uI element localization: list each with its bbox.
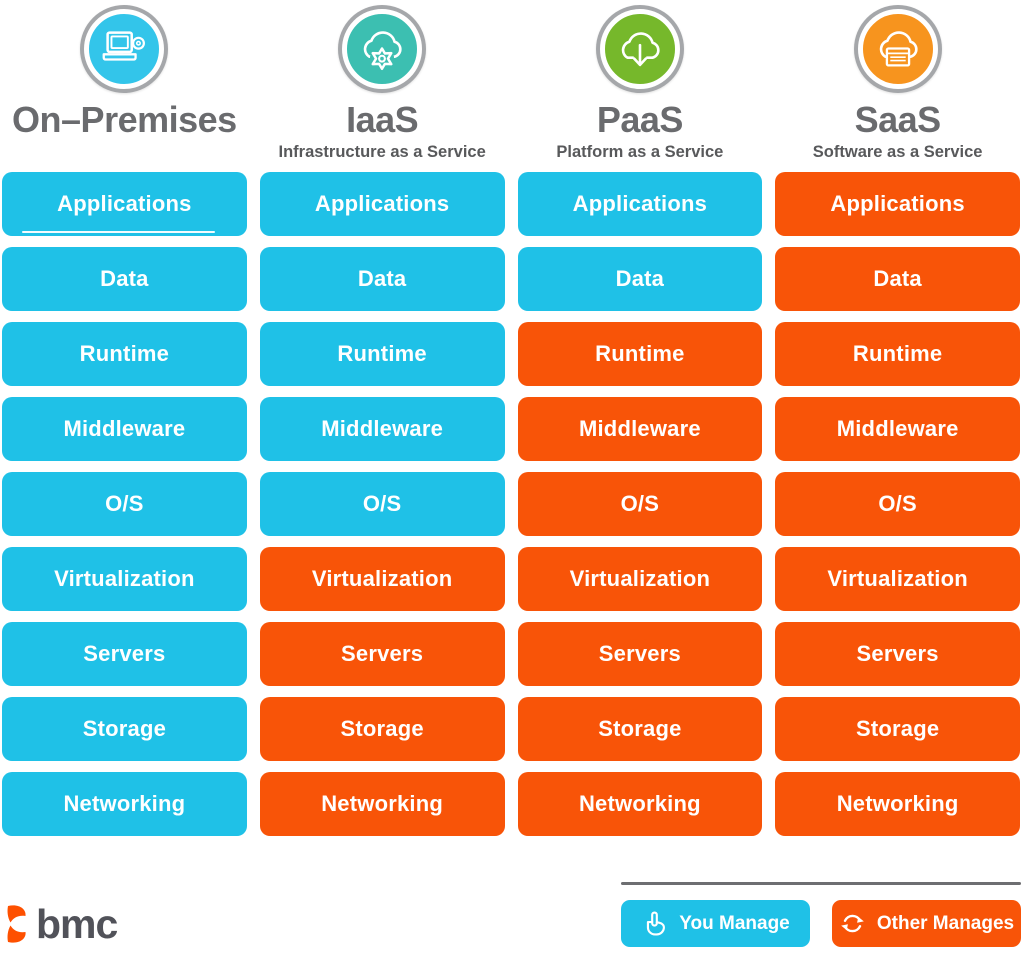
layer-cell: Data xyxy=(775,247,1020,311)
refresh-icon xyxy=(841,914,864,933)
layer-cell: Applications xyxy=(517,172,763,236)
legend-other-manages: Other Manages xyxy=(832,900,1021,947)
layer-cell: Virtualization xyxy=(775,547,1020,611)
column-title: PaaS xyxy=(596,99,684,140)
cloud-app-icon xyxy=(879,31,918,67)
layer-cell: Runtime xyxy=(259,322,505,386)
column-headers: On–Premises IaaS Infrastructure as a Ser… xyxy=(0,0,1024,163)
layer-cell: O/S xyxy=(259,472,505,536)
layer-cell: Networking xyxy=(775,772,1020,836)
on-premises-icon-circle xyxy=(84,9,165,89)
header-paas: PaaS Platform as a Service xyxy=(518,5,763,163)
column-title: On–Premises xyxy=(12,99,237,140)
bmc-logo: bmc xyxy=(2,901,118,947)
layer-cell: Virtualization xyxy=(517,547,763,611)
layer-cell: Data xyxy=(259,247,505,311)
column-subtitle: Infrastructure as a Service xyxy=(278,143,486,161)
paas-icon-circle xyxy=(599,9,680,89)
layer-cell: O/S xyxy=(517,472,763,536)
cloud-gear-icon xyxy=(363,31,402,71)
legend-you-manage: You Manage xyxy=(621,900,810,947)
layer-cell: Networking xyxy=(2,772,247,836)
cloud-download-icon xyxy=(621,32,660,67)
layer-cell: Servers xyxy=(259,622,505,686)
layer-cell: Virtualization xyxy=(259,547,505,611)
layer-cell: Runtime xyxy=(2,322,247,386)
legend-you-manage-label: You Manage xyxy=(679,912,790,934)
legend-other-manages-label: Other Manages xyxy=(876,912,1015,934)
stack-grid: Applications Applications Applications A… xyxy=(0,172,1024,836)
header-iaas: IaaS Infrastructure as a Service xyxy=(260,5,505,163)
layer-cell: Applications xyxy=(2,172,247,236)
layer-cell: Storage xyxy=(259,697,505,761)
layer-cell: Virtualization xyxy=(2,547,247,611)
layer-cell: Networking xyxy=(517,772,763,836)
layer-cell: Servers xyxy=(775,622,1020,686)
header-saas: SaaS Software as a Service xyxy=(775,5,1020,163)
bmc-butterfly-icon xyxy=(7,905,26,943)
saas-icon-circle xyxy=(857,9,938,89)
column-title: SaaS xyxy=(854,99,942,140)
hand-pointer-icon xyxy=(647,911,666,936)
layer-cell: Storage xyxy=(517,697,763,761)
layer-cell: Middleware xyxy=(517,397,763,461)
layer-cell: Middleware xyxy=(259,397,505,461)
layer-cell: Storage xyxy=(2,697,247,761)
laptop-icon xyxy=(102,31,146,61)
bmc-logo-text: bmc xyxy=(36,901,118,947)
iaas-icon-circle xyxy=(342,9,423,89)
layer-cell: Data xyxy=(2,247,247,311)
layer-cell: Runtime xyxy=(775,322,1020,386)
layer-cell: O/S xyxy=(775,472,1020,536)
layer-cell: O/S xyxy=(2,472,247,536)
layer-cell: Networking xyxy=(259,772,505,836)
layer-cell: Middleware xyxy=(775,397,1020,461)
column-subtitle: Platform as a Service xyxy=(556,143,724,161)
layer-cell: Servers xyxy=(2,622,247,686)
legend-divider xyxy=(621,882,1021,885)
header-on-premises: On–Premises xyxy=(2,5,247,163)
layer-cell: Servers xyxy=(517,622,763,686)
layer-cell: Applications xyxy=(259,172,505,236)
column-subtitle: Software as a Service xyxy=(812,143,983,161)
legend: You Manage Other Manages xyxy=(621,882,1021,947)
layer-cell: Applications xyxy=(775,172,1020,236)
column-title: IaaS xyxy=(346,99,419,140)
layer-cell: Data xyxy=(517,247,763,311)
layer-cell: Storage xyxy=(775,697,1020,761)
layer-cell: Middleware xyxy=(2,397,247,461)
layer-cell: Runtime xyxy=(517,322,763,386)
